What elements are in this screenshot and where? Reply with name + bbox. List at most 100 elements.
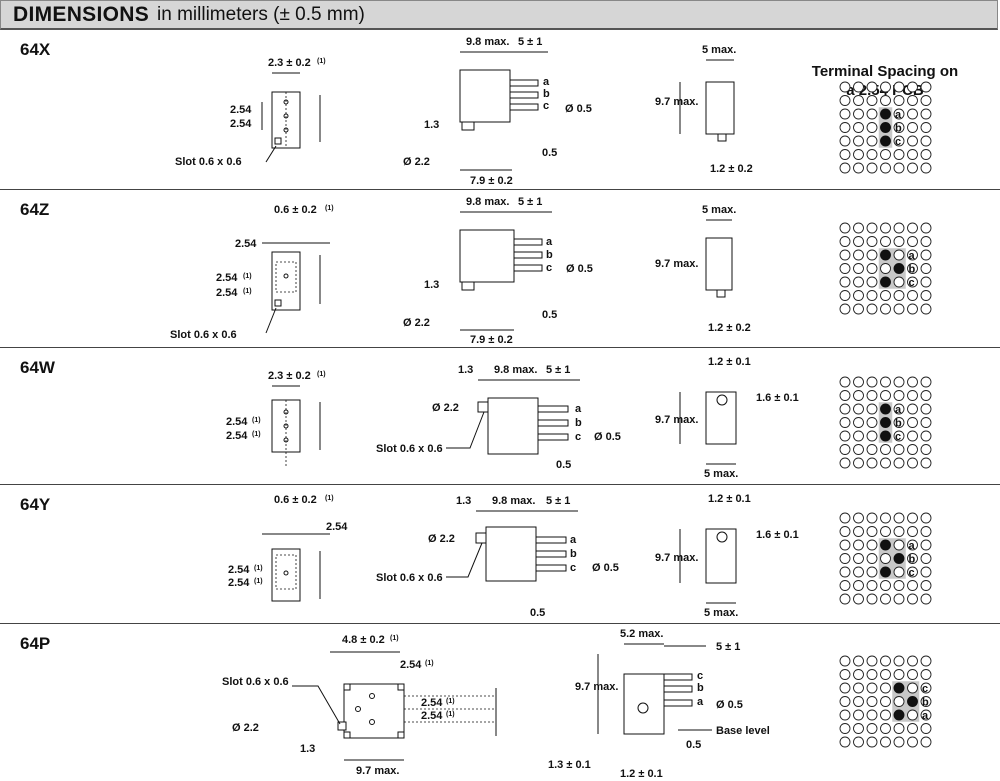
pin-c: [509, 103, 539, 111]
pcb-terminal-label: c: [909, 567, 915, 579]
pcb-hole: [866, 566, 878, 578]
pcb-hole: [920, 723, 932, 734]
front-view: 0.6 ± 0.2 (1) 2.54 2.54 (1) 2.54 (1) Slo…: [170, 204, 334, 341]
leader-line: [446, 542, 483, 578]
row-64y: 64Y 0.6 ± 0.2 (1) 2.54 2.54 (1) 2.54 (1)…: [0, 485, 1000, 624]
pcb-hole: [893, 696, 905, 707]
pcb-terminal-label: a: [895, 109, 902, 121]
pin-hole: [369, 719, 375, 725]
pcb-hole: [920, 222, 932, 234]
pcb-terminal: [893, 553, 905, 564]
pcb-terminal: [893, 682, 905, 694]
dim-note: (1): [243, 288, 252, 295]
pcb-hole: [866, 81, 878, 93]
pin-a: [663, 699, 693, 707]
pcb-hole: [839, 566, 851, 578]
dim-offset: 0.5: [686, 739, 701, 751]
dim-note: (1): [252, 417, 261, 424]
pcb-hole: [839, 122, 851, 133]
pin-hole: [283, 113, 289, 119]
pin-hole: [283, 273, 289, 279]
shaft: [461, 121, 475, 131]
front-view: 0.6 ± 0.2 (1) 2.54 2.54 (1) 2.54 (1): [228, 494, 348, 602]
pcb-hole: [893, 81, 905, 93]
pcb-hole: [907, 222, 918, 234]
pcb-hole: [853, 263, 864, 274]
dim-width-top: 0.6 ± 0.2: [274, 494, 317, 506]
pcb-hole: [880, 390, 891, 401]
pcb-hole: [893, 403, 905, 415]
end-body: [705, 81, 735, 135]
pcb-hole: [839, 539, 851, 551]
pcb-hole: [893, 593, 905, 605]
pin-label-b: b: [543, 88, 550, 100]
pcb-hole: [893, 723, 905, 734]
pcb-hole: [839, 276, 851, 288]
pcb-terminal: [880, 566, 891, 578]
pcb-hole: [853, 709, 864, 721]
pcb-hole: [893, 149, 905, 160]
pcb-hole: [893, 249, 905, 261]
pcb-hole: [907, 580, 918, 591]
dim-offset: 0.5: [530, 607, 545, 619]
pcb-terminal-label: b: [909, 264, 916, 276]
pcb-hole: [907, 303, 918, 315]
pcb-hole: [907, 249, 918, 261]
pin-label-c: c: [697, 670, 703, 682]
pcb-hole: [839, 457, 851, 469]
pcb-hole: [920, 376, 932, 388]
pcb-hole: [920, 580, 932, 591]
pcb-hole: [907, 682, 918, 694]
dim-pitch2: 2.54: [216, 287, 238, 299]
pcb-hole: [893, 669, 905, 680]
dim-pin-len: 5 ± 1: [716, 641, 740, 653]
pcb-hole: [853, 553, 864, 564]
pcb-hole: [907, 669, 918, 680]
front-view: 2.3 ± 0.2 (1) 2.54 (1) 2.54 (1): [226, 370, 326, 466]
front-body: [343, 683, 405, 739]
pcb-hole: [866, 655, 878, 667]
leader-line: [292, 685, 341, 725]
corner-mark: [343, 731, 351, 739]
pcb-hole: [893, 580, 905, 591]
pcb-hole: [893, 539, 905, 551]
pcb-terminal-label: b: [895, 123, 902, 135]
pcb-hole: [880, 81, 891, 93]
pcb-hole: [839, 709, 851, 721]
slot-label: Slot 0.6 x 0.6: [376, 443, 443, 455]
pin-label-b: b: [697, 682, 704, 694]
header-title-rest: in millimeters (± 0.5 mm): [157, 3, 365, 25]
pcb-terminal: [880, 249, 891, 261]
pcb-hole: [907, 539, 918, 551]
pcb-grid: cba: [839, 655, 932, 748]
pcb-hole: [907, 709, 918, 721]
end-shaft-circle: [716, 394, 728, 406]
pcb-hole: [880, 736, 891, 748]
pcb-hole: [920, 669, 932, 680]
pcb-hole: [893, 276, 905, 288]
dim-pin-dia: Ø 0.5: [592, 562, 619, 574]
pcb-hole: [893, 303, 905, 315]
pcb-hole: [893, 736, 905, 748]
end-body: [705, 528, 737, 584]
pcb-hole: [853, 526, 864, 537]
pcb-hole: [893, 566, 905, 578]
pin-label-a: a: [570, 534, 577, 546]
pcb-grid: abc: [839, 376, 932, 469]
pcb-terminal-label: c: [909, 277, 915, 289]
pin-b: [513, 251, 543, 259]
pcb-hole: [893, 417, 905, 428]
pcb-hole: [907, 723, 918, 734]
dim-side-height: 9.7 max.: [575, 681, 618, 693]
pcb-hole: [839, 162, 851, 174]
end-shaft: [717, 133, 727, 142]
pin-label-c: c: [575, 431, 581, 443]
pcb-hole: [866, 162, 878, 174]
pcb-hole: [853, 593, 864, 605]
shaft-circle: [637, 702, 649, 714]
dim-note: (1): [446, 711, 455, 718]
pcb-hole: [839, 553, 851, 564]
pcb-hole: [880, 593, 891, 605]
dim-pitch2: 2.54: [226, 430, 248, 442]
pcb-hole: [880, 457, 891, 469]
